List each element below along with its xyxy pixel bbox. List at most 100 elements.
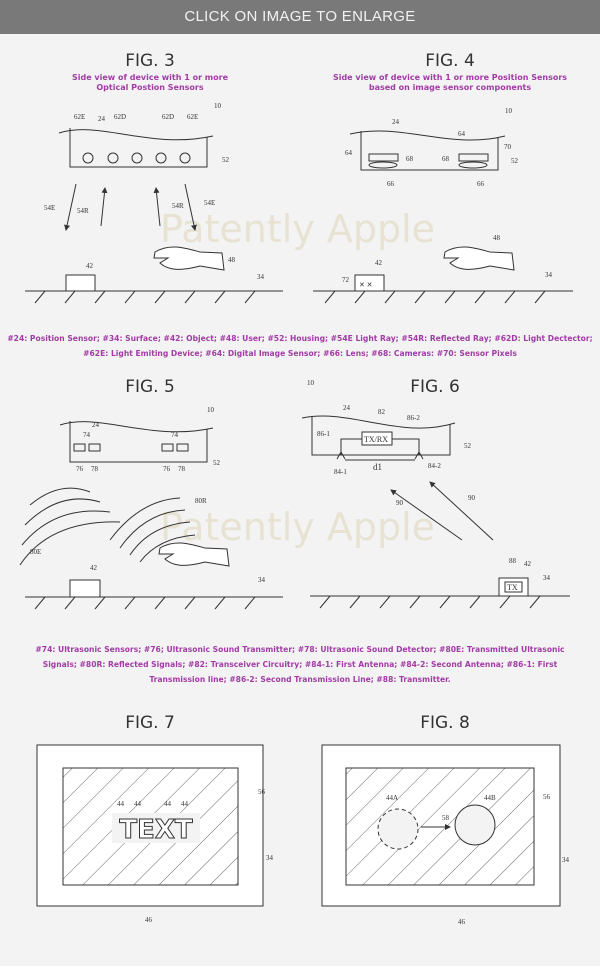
- legend-line: #24: Position Sensor; #34: Surface; #42:…: [7, 334, 592, 343]
- hatch-line: [34, 290, 46, 304]
- label: 48: [493, 234, 501, 242]
- label: 52: [511, 157, 519, 165]
- hatch-line: [384, 290, 396, 304]
- label: 54R: [77, 207, 89, 215]
- hatch-line: [349, 595, 361, 609]
- label: d1: [373, 462, 382, 472]
- label: 52: [464, 442, 472, 450]
- fig6-title: FIG. 6: [410, 377, 460, 397]
- hatch-line: [94, 596, 106, 610]
- enlarge-image-banner[interactable]: CLICK ON IMAGE TO ENLARGE: [0, 0, 600, 34]
- label: 84-1: [334, 468, 347, 476]
- hatch-line: [534, 290, 546, 304]
- label: 82: [378, 408, 386, 416]
- figure-4: FIG. 4 Side view of device with 1 or mor…: [313, 51, 573, 304]
- device-outline: [58, 129, 214, 141]
- fig3-title: FIG. 3: [125, 51, 175, 71]
- label: 90: [396, 499, 404, 507]
- label: 34: [543, 574, 551, 582]
- displayed-text: TEXT: [119, 815, 193, 845]
- device-outline: [349, 130, 506, 141]
- label: 42: [375, 259, 383, 267]
- hand-icon: [153, 246, 225, 271]
- label: 34: [257, 273, 265, 281]
- ultrasonic-transmitter: [161, 443, 174, 452]
- hatch-line: [154, 596, 166, 610]
- figure-5: FIG. 5 10 24 74 74 52 76 78 76 78 80R 80…: [19, 377, 283, 610]
- label: 48: [228, 256, 236, 264]
- label: 44: [117, 800, 125, 808]
- label: 62E: [74, 113, 85, 121]
- lens: [458, 161, 488, 169]
- label: 44: [164, 800, 172, 808]
- surface-hatching: [319, 595, 541, 609]
- fig5-title: FIG. 5: [125, 377, 175, 397]
- hatch-line: [504, 290, 516, 304]
- label: 70: [504, 143, 512, 151]
- label: 10: [307, 379, 315, 387]
- label: 84-2: [428, 462, 441, 470]
- label: 74: [83, 431, 91, 439]
- label: 90: [468, 494, 476, 502]
- label: 24: [392, 118, 400, 126]
- hatch-line: [529, 595, 541, 609]
- figure-3: FIG. 3 Side view of device with 1 or mor…: [25, 51, 283, 304]
- device-outline: [301, 415, 456, 429]
- hatch-line: [354, 290, 366, 304]
- label: 56: [258, 788, 266, 796]
- ultrasonic-detector: [88, 443, 101, 452]
- previous-position-circle: [377, 808, 419, 850]
- lens: [368, 161, 398, 169]
- label: 10: [207, 406, 215, 414]
- label: 68: [442, 155, 450, 163]
- fig8-title: FIG. 8: [420, 713, 470, 733]
- label: 64: [345, 149, 353, 157]
- transmission-lines: [340, 438, 420, 455]
- label: 58: [442, 814, 450, 822]
- watermark: Patently Apple: [160, 207, 435, 251]
- label: 62E: [187, 113, 198, 121]
- label: 78: [91, 465, 99, 473]
- fig4-subtitle: based on image sensor components: [369, 83, 532, 92]
- label: 24: [343, 404, 351, 412]
- surface-hatching: [324, 290, 546, 304]
- hatch-line: [184, 290, 196, 304]
- label: 54R: [172, 202, 184, 210]
- label: 34: [545, 271, 553, 279]
- label: 72: [342, 276, 350, 284]
- fig4-title: FIG. 4: [425, 51, 475, 71]
- object-box: [69, 579, 101, 598]
- label: 74: [171, 431, 179, 439]
- fig3-subtitle: Optical Postion Sensors: [96, 83, 204, 92]
- label: 44A: [386, 794, 398, 802]
- ultrasonic-detector: [176, 443, 189, 452]
- legend-line: #62E: Light Emiting Device; #64: Digital…: [83, 349, 517, 358]
- ultrasonic-waves: [19, 487, 196, 566]
- hatch-line: [499, 595, 511, 609]
- label: 86-2: [407, 414, 420, 422]
- label: 34: [258, 576, 266, 584]
- hatch-line: [324, 290, 336, 304]
- figure-7: FIG. 7 TEXT 44 44 44 44 56 34 46: [36, 713, 274, 924]
- figure-8: FIG. 8 44A 58 44B 56 34 46: [321, 713, 570, 926]
- reflected-ray-arrow: [100, 187, 108, 227]
- figure-6: FIG. 6 10 24 82 86-2 86-1 TX/RX 52 84-1 …: [301, 377, 570, 609]
- housing: [69, 421, 208, 463]
- label: 34: [266, 854, 274, 862]
- hatch-line: [409, 595, 421, 609]
- light-ray-arrow: [64, 183, 77, 231]
- antennas: [336, 450, 424, 460]
- reflected-ray-arrow: [153, 187, 161, 227]
- label: 86-1: [317, 430, 330, 438]
- surface-hatching: [34, 290, 256, 304]
- hatch-line: [439, 595, 451, 609]
- label: 66: [387, 180, 395, 188]
- hatch-line: [444, 290, 456, 304]
- hatch-line: [214, 596, 226, 610]
- text-backdrop: [112, 813, 200, 843]
- hatch-line: [214, 290, 226, 304]
- label: 44B: [484, 794, 496, 802]
- hatch-line: [184, 596, 196, 610]
- legend-line: Transmission line; #86-2: Second Transmi…: [149, 675, 450, 684]
